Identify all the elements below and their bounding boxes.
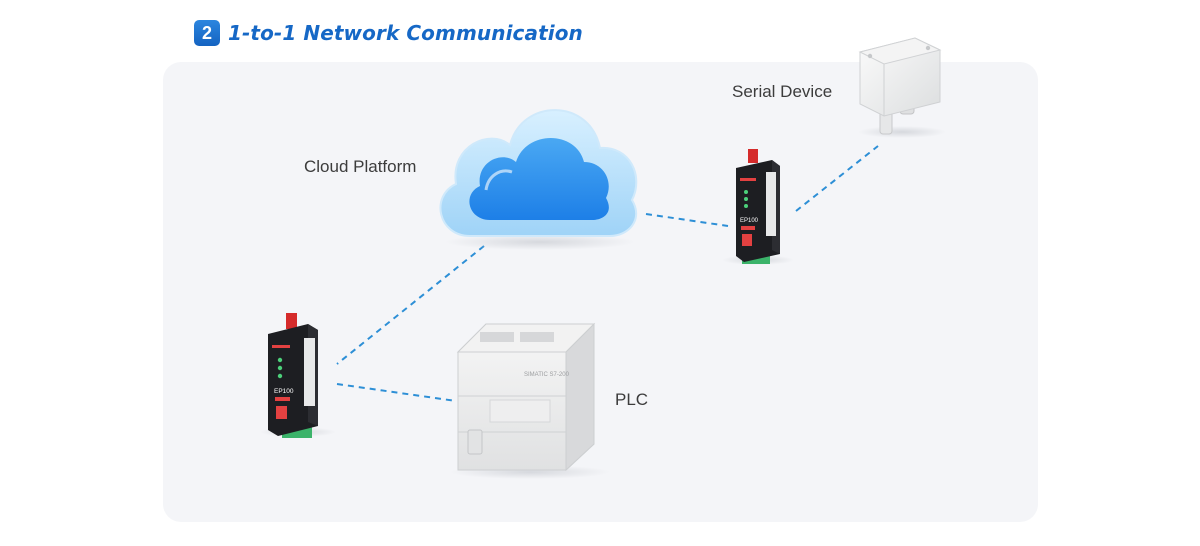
serial-device-icon — [858, 37, 946, 138]
network-links — [336, 145, 879, 402]
cloud-platform-icon — [439, 109, 638, 250]
diagram-panel — [163, 62, 1038, 522]
step-badge: 2 — [194, 20, 220, 46]
gateway-model-label-left: EP100 — [274, 388, 294, 395]
serial-device-label: Serial Device — [732, 82, 833, 101]
link-cloud-gateway-right — [645, 213, 729, 227]
gateway-device-right: EP100 — [722, 149, 794, 265]
link-gateway-plc — [336, 383, 457, 402]
section-title: 1-to-1 Network Communication — [228, 21, 583, 45]
gateway-model-label-right: EP100 — [740, 218, 759, 224]
plc-label: PLC — [615, 390, 649, 409]
link-gateway-serial-device — [795, 145, 879, 212]
plc-device-icon: SIMATIC S7-200 — [450, 322, 610, 479]
section-header: 2 1-to-1 Network Communication — [194, 18, 583, 48]
cloud-platform-label: Cloud Platform — [304, 157, 417, 176]
link-cloud-gateway-left — [336, 245, 485, 365]
gateway-device-left: EP100 — [260, 313, 336, 438]
plc-front-text: SIMATIC S7-200 — [524, 372, 570, 378]
